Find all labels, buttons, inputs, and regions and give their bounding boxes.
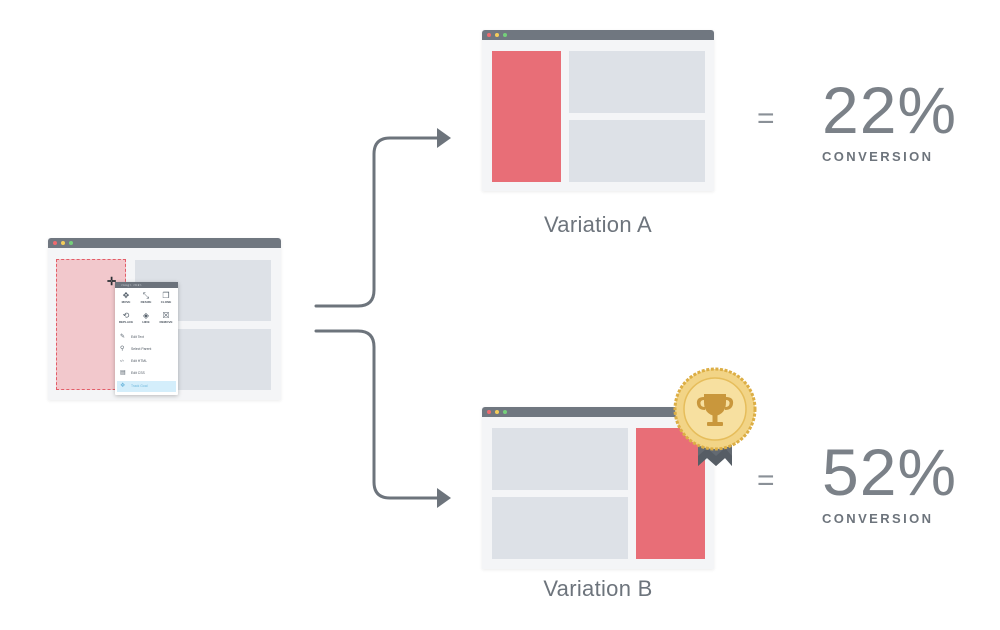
medal-ribbon-notch	[698, 448, 732, 466]
variation-b-block-top	[492, 428, 628, 490]
move-tool-button[interactable]: ✥ MOVE	[116, 291, 136, 304]
variation-b-equals: =	[757, 464, 775, 497]
close-dot-icon	[53, 241, 57, 245]
pencil-icon: ✎	[120, 334, 126, 340]
variation-b-block-bottom	[492, 497, 628, 559]
arrow-to-variation-a	[314, 136, 442, 308]
code-icon: ‹/›	[120, 358, 124, 363]
editor-window-titlebar	[48, 238, 281, 248]
variation-b-percent: 52%	[822, 435, 958, 509]
variation-b-metric: CONVERSION	[822, 511, 934, 526]
menu-item-label: Edit Text	[131, 335, 144, 339]
menu-item-label: Edit HTML	[131, 359, 148, 363]
selected-element[interactable]	[56, 259, 126, 390]
variation-a-titlebar	[482, 30, 714, 40]
goal-icon: ❖	[120, 383, 126, 389]
move-icon: ✥	[122, 291, 130, 300]
menu-item-label: Edit CSS	[131, 371, 145, 375]
variation-b-titlebar	[482, 407, 714, 417]
close-dot-icon	[487, 33, 491, 37]
remove-tool-label: REMOVE	[159, 320, 173, 324]
variation-a-metric: CONVERSION	[822, 149, 934, 164]
variation-b-window	[482, 407, 714, 569]
arrowhead-a	[437, 128, 451, 148]
menu-item-label: Track Goal	[131, 384, 148, 388]
minimize-dot-icon	[495, 33, 499, 37]
minimize-dot-icon	[61, 241, 65, 245]
clone-tool-button[interactable]: ❐ CLONE	[156, 291, 176, 304]
close-dot-icon	[487, 410, 491, 414]
menu-title: <img> <h2>	[121, 283, 143, 287]
clone-tool-label: CLONE	[160, 300, 172, 304]
arrowhead-b	[437, 488, 451, 508]
menu-item-edit-html[interactable]: ‹/› Edit HTML	[117, 356, 176, 367]
replace-tool-button[interactable]: ⟲ REPLACE	[116, 311, 136, 324]
trophy-medal-icon	[673, 367, 757, 466]
menu-item-edit-text[interactable]: ✎ Edit Text	[117, 332, 176, 343]
variation-b-highlight-block	[636, 428, 705, 559]
arrow-to-variation-b	[314, 329, 442, 500]
maximize-dot-icon	[503, 410, 507, 414]
move-tool-label: MOVE	[121, 300, 131, 304]
variation-a-block-top	[569, 51, 705, 113]
maximize-dot-icon	[69, 241, 73, 245]
menu-item-label: Select Parent	[131, 347, 152, 351]
menu-item-track-goal[interactable]: ❖ Track Goal	[117, 381, 176, 392]
replace-tool-label: REPLACE	[118, 320, 134, 324]
hide-icon: ◈	[142, 311, 150, 320]
move-cursor-icon: ✛	[107, 276, 117, 288]
variation-b-label: Variation B	[543, 576, 653, 601]
resize-icon: ⤡	[142, 291, 150, 300]
hide-tool-label: HIDE	[142, 320, 150, 324]
menu-header: <img> <h2>	[115, 282, 178, 288]
menu-item-select-parent[interactable]: ⚲ Select Parent	[117, 344, 176, 355]
trophy-glyph	[696, 394, 734, 426]
variation-a-window	[482, 30, 714, 191]
variation-a-equals: =	[757, 102, 775, 135]
maximize-dot-icon	[503, 33, 507, 37]
editor-context-menu: <img> <h2> ✥ MOVE ⤡ RESIZE ❐ CLONE ⟲ REP…	[115, 282, 178, 395]
css-icon: ▤	[120, 370, 126, 376]
variation-a-percent: 22%	[822, 73, 958, 147]
variation-a-label: Variation A	[543, 212, 653, 237]
menu-item-edit-css[interactable]: ▤ Edit CSS	[117, 368, 176, 379]
variation-a-block-bottom	[569, 120, 705, 182]
hide-tool-button[interactable]: ◈ HIDE	[136, 311, 156, 324]
clone-icon: ❐	[162, 291, 170, 300]
replace-icon: ⟲	[122, 311, 130, 320]
remove-tool-button[interactable]: ☒ REMOVE	[156, 311, 176, 324]
minimize-dot-icon	[495, 410, 499, 414]
resize-tool-label: RESIZE	[140, 300, 152, 304]
resize-tool-button[interactable]: ⤡ RESIZE	[136, 291, 156, 304]
variation-a-highlight-block	[492, 51, 561, 182]
remove-icon: ☒	[162, 311, 170, 320]
parent-icon: ⚲	[120, 346, 125, 352]
